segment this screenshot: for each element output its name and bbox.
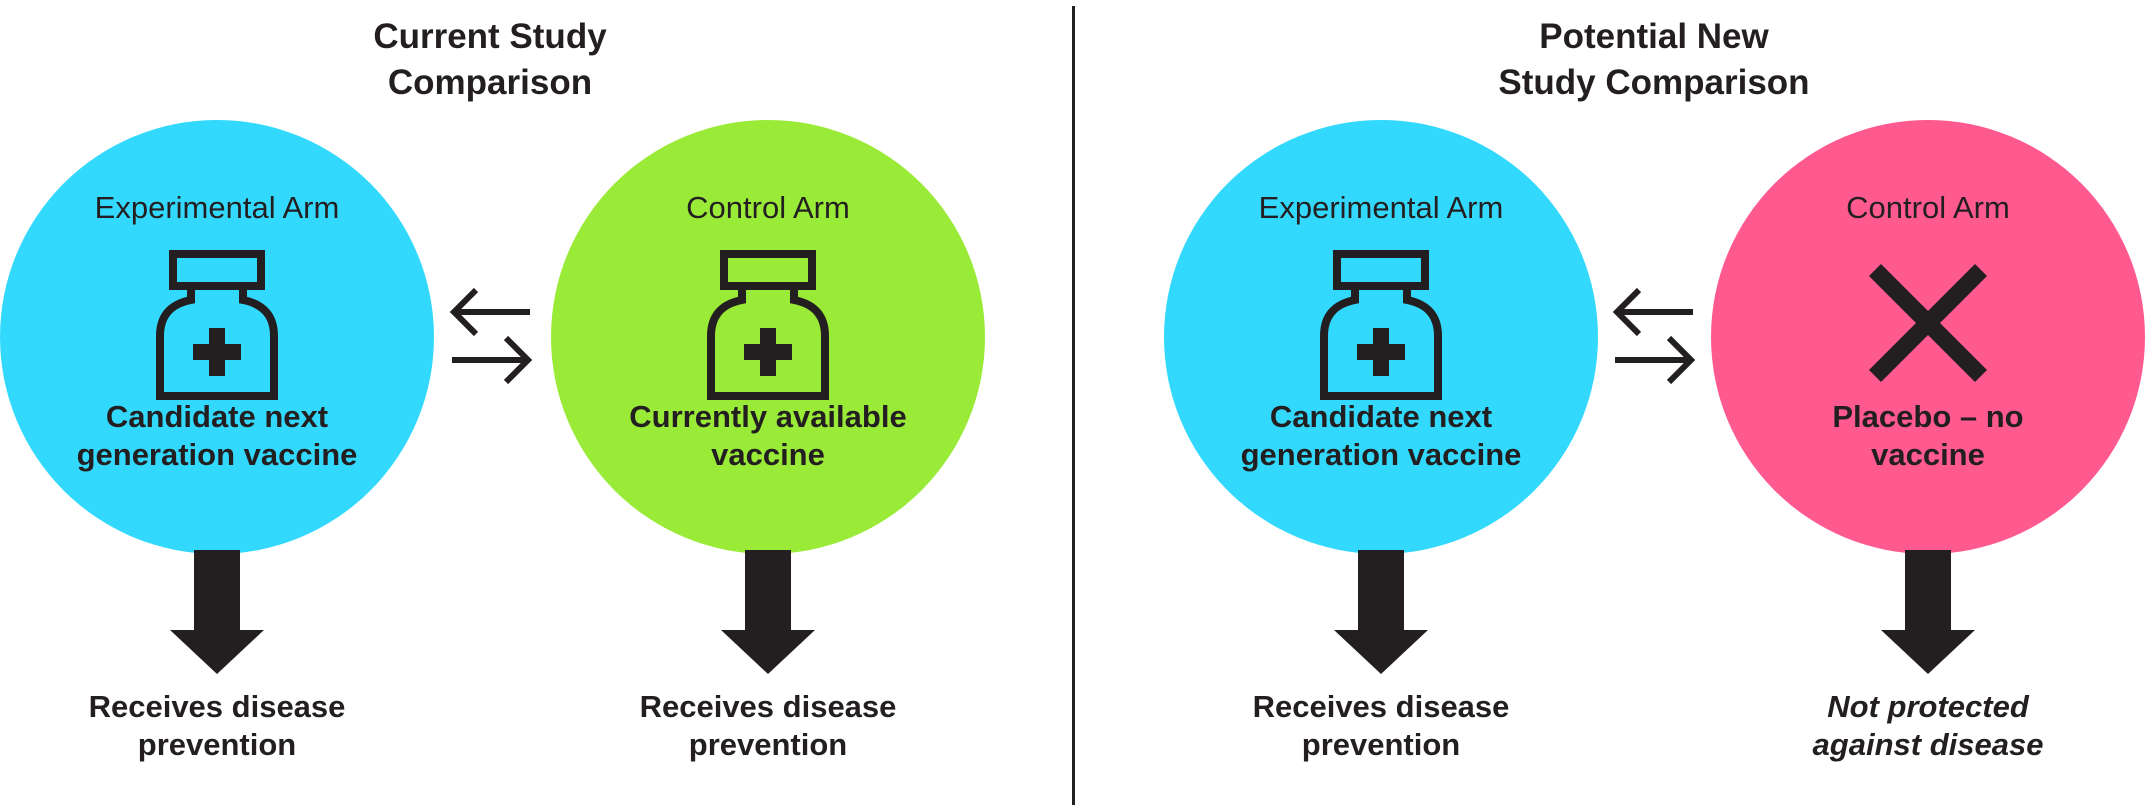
panel-divider bbox=[1072, 6, 1075, 805]
experimental-arm-potential: Experimental Arm Candidate next generati… bbox=[1164, 120, 1598, 800]
arm-description: Placebo – no vaccine bbox=[1832, 399, 2024, 472]
arm-outcome: Not protected against disease bbox=[1812, 689, 2044, 762]
arm-label: Control Arm bbox=[1846, 190, 2010, 225]
control-arm-circle bbox=[1711, 120, 2145, 554]
arm-description: Candidate next generation vaccine bbox=[1240, 399, 1522, 472]
swap-arrows-icon bbox=[449, 287, 533, 385]
arm-outcome: Receives disease prevention bbox=[88, 689, 346, 762]
x-mark-icon bbox=[1868, 263, 1988, 383]
down-arrow-icon bbox=[170, 550, 264, 674]
arm-label: Experimental Arm bbox=[94, 190, 340, 225]
down-arrow-icon bbox=[1334, 550, 1428, 674]
panel-title-current: Current Study Comparison bbox=[373, 17, 607, 102]
swap-arrows-icon bbox=[1612, 287, 1696, 385]
control-arm-current: Control Arm Currently available vaccine … bbox=[551, 120, 985, 800]
vaccine-bottle-icon bbox=[707, 250, 829, 400]
down-arrow-icon bbox=[1881, 550, 1975, 674]
vaccine-bottle-icon bbox=[156, 250, 278, 400]
arm-label: Experimental Arm bbox=[1258, 190, 1504, 225]
panel-title-potential: Potential New Study Comparison bbox=[1498, 17, 1810, 102]
experimental-arm-current: Experimental Arm Candidate next generati… bbox=[0, 120, 434, 800]
control-arm-potential: Control Arm Placebo – no vaccine Not pro… bbox=[1711, 120, 2145, 800]
down-arrow-icon bbox=[721, 550, 815, 674]
arm-label: Control Arm bbox=[686, 190, 850, 225]
vaccine-bottle-icon bbox=[1320, 250, 1442, 400]
arm-outcome: Receives disease prevention bbox=[1252, 689, 1510, 762]
arm-description: Candidate next generation vaccine bbox=[76, 399, 358, 472]
arm-outcome: Receives disease prevention bbox=[639, 689, 897, 762]
arm-description: Currently available vaccine bbox=[629, 399, 907, 472]
